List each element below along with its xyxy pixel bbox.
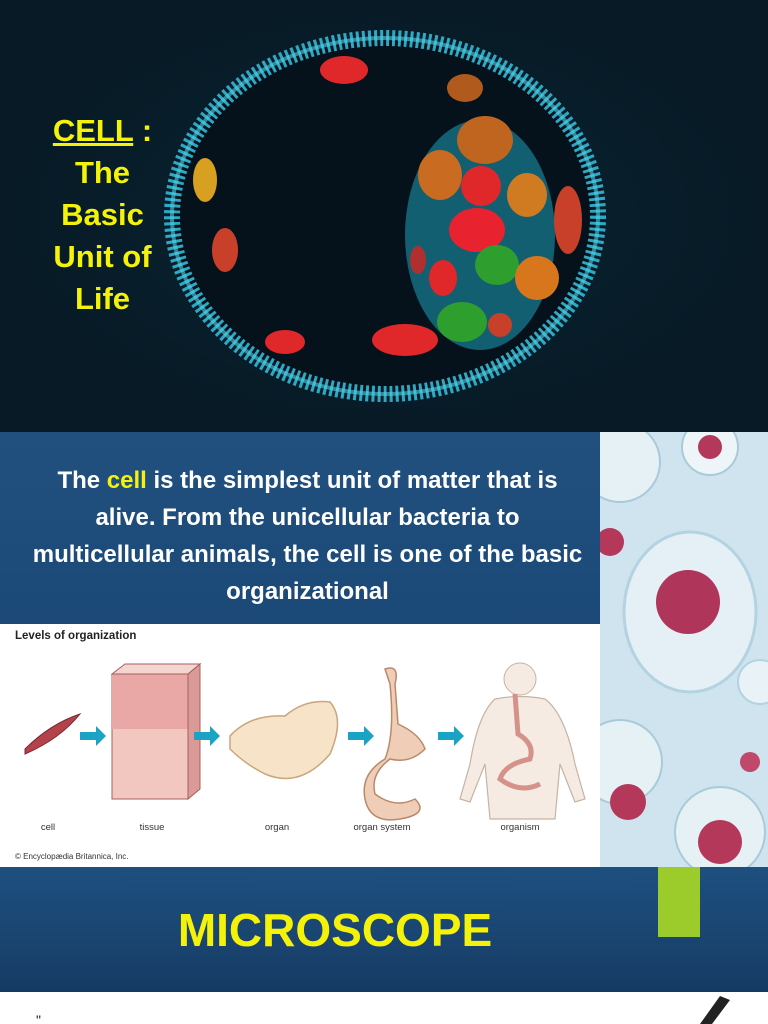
definition-paragraph: The cell is the simplest unit of matter …	[30, 462, 585, 610]
microscope-icon	[700, 996, 730, 1024]
cells-illustration	[577, 432, 768, 867]
arrow-icon	[348, 726, 374, 746]
label-tissue: tissue	[139, 822, 165, 833]
accent-bar	[658, 867, 700, 937]
title-line-1: The	[74, 155, 131, 190]
title-line-2: Basic	[61, 197, 144, 232]
arrow-icon	[80, 726, 106, 746]
slide-cell-definition: The cell is the simplest unit of matter …	[0, 432, 768, 867]
quote-mark: "	[36, 1012, 41, 1024]
levels-diagram	[24, 662, 586, 821]
slide-heading: MICROSCOPE	[177, 904, 493, 956]
slide-cell-title: CELL : The Basic Unit of Life	[0, 0, 768, 432]
slide-title: CELL : The Basic Unit of Life	[30, 110, 175, 320]
label-cell: cell	[40, 822, 56, 833]
figure-credit: © Encyclopædia Britannica, Inc.	[15, 852, 129, 861]
arrow-icon	[194, 726, 220, 746]
cell-micrograph	[0, 0, 768, 432]
levels-of-organization-figure: Levels of organization cell tissue org	[0, 624, 600, 867]
title-line-4: Life	[74, 281, 131, 316]
para-prefix: The	[57, 467, 107, 494]
arrow-icon	[438, 726, 464, 746]
title-colon: :	[133, 113, 153, 148]
para-highlight: cell	[106, 467, 147, 494]
title-cell-word: CELL	[52, 113, 134, 148]
figure-title: Levels of organization	[15, 630, 137, 642]
slide-partial: "	[0, 992, 768, 1024]
slide-microscope: MICROSCOPE	[0, 867, 768, 992]
label-organism: organism	[500, 822, 540, 833]
label-organ: organ	[264, 822, 290, 833]
title-line-3: Unit of	[53, 239, 152, 274]
label-organ-system: organ system	[353, 822, 411, 833]
para-rest: is the simplest unit of matter that is a…	[32, 467, 583, 605]
